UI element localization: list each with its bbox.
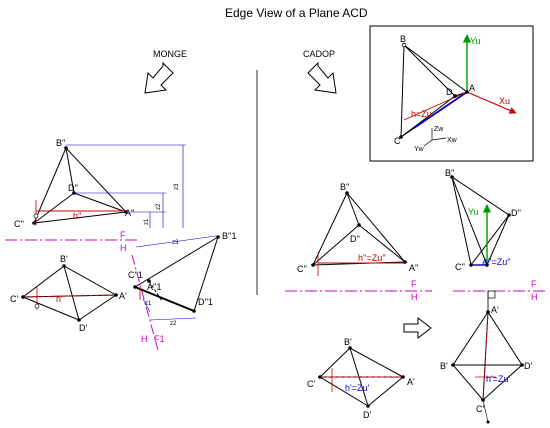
cadop-front2-b-label: B'' [445,168,455,178]
monge-aux-a-label: A''1 [147,282,161,292]
monge-plane-f1-label: F1 [154,334,165,344]
cadop-fh2-reference-line: F H [453,279,548,302]
cadop-inset-d-label: D [446,87,453,97]
monge-dim-z1: z1 [144,218,150,225]
cadop-inset-h-label: h=Zu [411,109,432,119]
cadop-inset-a-label: A [469,83,475,93]
cadop-right-arrow-icon [403,316,432,340]
cadop-fh-reference-line: F H [285,279,432,302]
cadop-inset-xu-label: Xu [499,96,510,106]
cadop-arrow-icon [307,61,337,94]
cadop-front2-a-label: A''=Zu'' [482,257,511,267]
cadop-top-b-label: B' [344,337,352,347]
cadop-front-d-label: D'' [350,234,360,244]
monge-fh-reference-line: F H [5,230,140,253]
monge-top-view: B' C' A' D' h' [10,254,127,333]
cadop-top-d-label: D' [363,410,371,420]
monge-dim-z3: z3 [174,183,180,190]
monge-front-c-label: C'' [14,219,24,229]
cadop-top2-b-label: B' [440,361,448,371]
cadop-plane-h2-label: H [531,292,538,302]
cadop-inset-xw-label: Xw [447,137,458,144]
monge-front-h-label: h'' [73,211,82,221]
cadop-front-b-label: B'' [340,182,350,192]
cadop-front-a-label: A'' [409,263,419,273]
cadop-inset-c-label: C [394,136,401,146]
cadop-inset-b-label: B [400,34,406,44]
cadop-top-a-label: A' [407,377,415,387]
cadop-top-h-label: h'=Zu' [345,383,369,393]
monge-aux-dim-z2: z2 [170,321,177,327]
section-cadop-label: CADOP [303,49,335,59]
cadop-top2-h-label: h'=Zu' [486,374,510,384]
cadop-top2-a-label: A' [491,305,499,315]
monge-top-b-label: B' [60,254,68,264]
cadop-inset-yu-label: Yu [470,36,481,46]
monge-aux-d-label: D''1 [198,297,213,307]
monge-top-a-label: A' [119,291,127,301]
monge-front-a-label: A'' [125,208,135,218]
cadop-plane-h-label: H [411,292,418,302]
monge-top-h-label: h' [56,294,63,304]
monge-front-d-label: D'' [68,183,78,193]
monge-dim-z2: z2 [156,203,162,210]
cadop-top2-view: A' B' D' C' h'=Zu' [440,301,532,424]
monge-arrow-icon [144,61,174,94]
cadop-front-c-label: C'' [297,264,307,274]
monge-front-b-label: B'' [56,138,66,148]
cadop-top2-d-label: D' [524,361,532,371]
cadop-inset-3d: B A D C Yu Xu h=Zu Zw Yw Xw [369,25,534,162]
monge-aux-dim-z1: z1 [145,301,152,307]
monge-aux-c-label: C''1 [128,270,143,280]
monge-aux-dim-z3: z3 [172,240,179,246]
cadop-inset-yw-label: Yw [414,146,425,153]
cadop-inset-zw-label: Zw [434,126,444,133]
cadop-front-view: B'' D'' C'' A'' h''=Zu'' [297,182,419,276]
monge-plane-f-label: F [120,230,126,240]
monge-aux-b-label: B''1 [222,231,236,241]
page-title: Edge View of a Plane ACD [225,6,368,20]
cadop-front2-c-label: C'' [455,262,465,272]
monge-plane-h2-label: H [141,334,148,344]
monge-plane-h-label: H [120,243,127,253]
cadop-top-view: B' C' A' D' h'=Zu' [307,337,415,420]
cadop-plane-f2-label: F [531,279,537,289]
section-monge-label: MONGE [153,49,187,59]
cadop-plane-f-label: F [411,279,417,289]
cadop-front-h-label: h''=Zu'' [358,253,386,263]
monge-top-d-label: D' [79,323,87,333]
cadop-front2-view: B'' Yu D'' C'' A''=Zu'' [445,168,521,272]
cadop-front2-d-label: D'' [511,208,521,218]
monge-top-c-label: C' [10,294,18,304]
cadop-top-c-label: C' [307,379,315,389]
cadop-front2-yu-label: Yu [468,207,479,217]
cadop-top2-c-label: C' [476,404,484,414]
monge-front-view: B'' D'' C'' A'' h'' z3 z2 z1 [14,138,186,229]
monge-aux-view: B''1 C''1 A''1 D''1 z3 z1 z2 H F1 [128,231,236,351]
